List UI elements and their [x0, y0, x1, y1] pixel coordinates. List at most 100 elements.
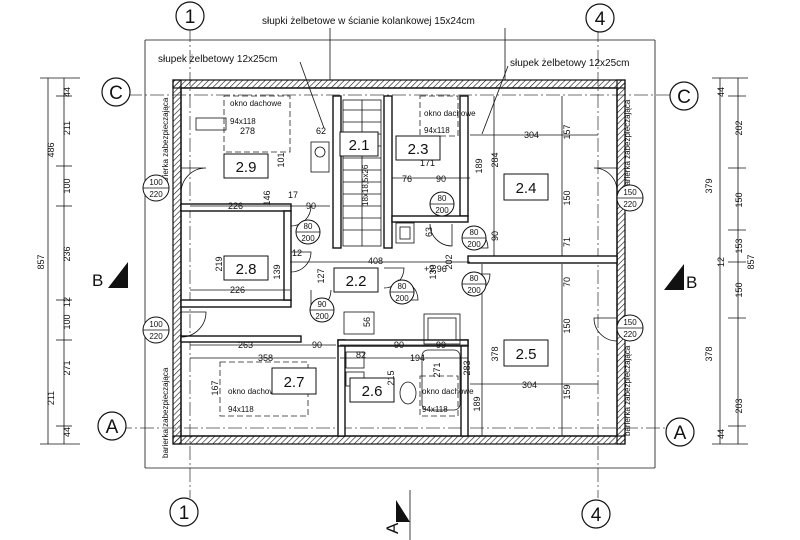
left-dim-8: 271: [62, 360, 72, 375]
svg-text:101: 101: [276, 152, 286, 167]
svg-text:220: 220: [149, 190, 163, 199]
svg-text:76: 76: [402, 174, 412, 184]
right-dim-total: 857: [746, 254, 756, 269]
svg-text:100: 100: [149, 178, 163, 187]
roof-window-label-23: okno dachowe: [424, 109, 476, 118]
svg-text:263: 263: [238, 340, 253, 350]
railing-label-left-top: barierka zabezpieczająca: [161, 97, 170, 188]
svg-text:80: 80: [304, 222, 313, 231]
room-labels: 2.1 2.2 2.3 2.4 2.5 2.6 2.7 2.8 2.9: [223, 131, 549, 403]
roof-window-size-23: 94x118: [424, 126, 450, 135]
right-dim-2: 202: [734, 120, 744, 135]
svg-text:167: 167: [210, 380, 220, 395]
svg-text:70: 70: [562, 277, 572, 287]
svg-text:283: 283: [462, 360, 472, 375]
axis-marker-4-top: 4: [585, 3, 615, 33]
axis-marker-1-bottom: 1: [169, 497, 199, 527]
right-dim-1: 44: [716, 87, 726, 97]
roof-window-size-27: 94x118: [228, 405, 254, 414]
svg-text:278: 278: [240, 126, 255, 136]
annotation-left-column: słupek żelbetowy 12x25cm: [158, 54, 278, 65]
annotations: słupki żelbetowe w ścianie kolankowej 15…: [158, 16, 632, 458]
svg-text:B: B: [92, 271, 103, 290]
svg-text:304: 304: [524, 130, 539, 140]
svg-text:157: 157: [562, 124, 572, 139]
svg-text:171: 171: [420, 158, 435, 168]
axis-markers: 1 4 1 4 C C A A: [97, 1, 699, 529]
room-2-3: 2.3: [395, 135, 441, 161]
room-2-7: 2.7: [271, 367, 317, 395]
svg-text:2.9: 2.9: [236, 159, 257, 176]
svg-text:80: 80: [470, 228, 479, 237]
svg-text:90: 90: [436, 174, 446, 184]
svg-text:A: A: [674, 423, 687, 444]
svg-text:271: 271: [432, 362, 442, 377]
svg-text:130: 130: [428, 264, 438, 279]
svg-text:2.6: 2.6: [362, 383, 383, 400]
svg-text:200: 200: [315, 312, 329, 321]
svg-text:408: 408: [368, 256, 383, 266]
svg-text:80: 80: [438, 194, 447, 203]
right-dim-7: 150: [734, 282, 744, 297]
svg-text:B: B: [686, 273, 697, 292]
svg-text:C: C: [109, 83, 123, 104]
svg-text:4: 4: [595, 9, 606, 30]
railing-label-right-bottom: barierka zabezpieczająca: [623, 345, 632, 436]
axis-marker-c-left: C: [101, 77, 131, 107]
right-dim-8: 378: [704, 346, 714, 361]
svg-text:378: 378: [490, 346, 500, 361]
svg-text:220: 220: [623, 330, 637, 339]
svg-text:82: 82: [356, 350, 366, 360]
roof-window-label-26: okno dachowe: [422, 387, 474, 396]
right-dim-6: 12: [716, 257, 726, 267]
roof-window-label-27: okno dachowe: [228, 387, 280, 396]
svg-text:146: 146: [262, 190, 272, 205]
room-2-8: 2.8: [223, 255, 269, 281]
svg-text:150: 150: [623, 318, 637, 327]
axis-marker-1-top: 1: [175, 1, 205, 31]
room-2-4: 2.4: [503, 173, 549, 201]
svg-text:150: 150: [562, 190, 572, 205]
svg-text:2.2: 2.2: [346, 273, 367, 290]
svg-text:219: 219: [214, 256, 224, 271]
svg-text:189: 189: [474, 158, 484, 173]
svg-text:A: A: [106, 417, 119, 438]
svg-text:2.8: 2.8: [236, 261, 257, 278]
svg-text:215: 215: [386, 370, 396, 385]
svg-text:304: 304: [522, 380, 537, 390]
svg-text:90: 90: [490, 231, 500, 241]
axis-marker-4-bottom: 4: [581, 499, 611, 529]
left-dim-5: 236: [62, 246, 72, 261]
left-dim-3: 486: [46, 142, 56, 157]
annotation-top-columns: słupki żelbetowe w ścianie kolankowej 15…: [262, 16, 475, 27]
svg-text:2.1: 2.1: [349, 137, 370, 154]
left-dim-total: 857: [36, 254, 46, 269]
axis-marker-c-right: C: [669, 81, 699, 111]
room-2-1: 2.1: [339, 131, 379, 157]
svg-text:63: 63: [424, 227, 434, 237]
svg-text:90: 90: [306, 201, 316, 211]
svg-text:90: 90: [394, 340, 404, 350]
left-dimensions: 44 211 486 100 236 12 100 271 211 44 857: [36, 87, 72, 437]
room-2-2: 2.2: [333, 267, 379, 293]
annotation-right-column: słupek żelbetowy 12x25cm: [510, 58, 630, 69]
svg-text:+2,96: +2,96: [424, 264, 447, 274]
axis-lines: [118, 28, 672, 498]
left-dim-6: 12: [62, 297, 72, 307]
svg-text:4: 4: [591, 505, 602, 526]
svg-text:220: 220: [623, 200, 637, 209]
svg-text:150: 150: [562, 318, 572, 333]
roof-window-size-29: 94x118: [230, 117, 256, 126]
svg-text:56: 56: [362, 317, 372, 327]
eaves-outline: [144, 28, 656, 469]
svg-text:226: 226: [228, 201, 243, 211]
